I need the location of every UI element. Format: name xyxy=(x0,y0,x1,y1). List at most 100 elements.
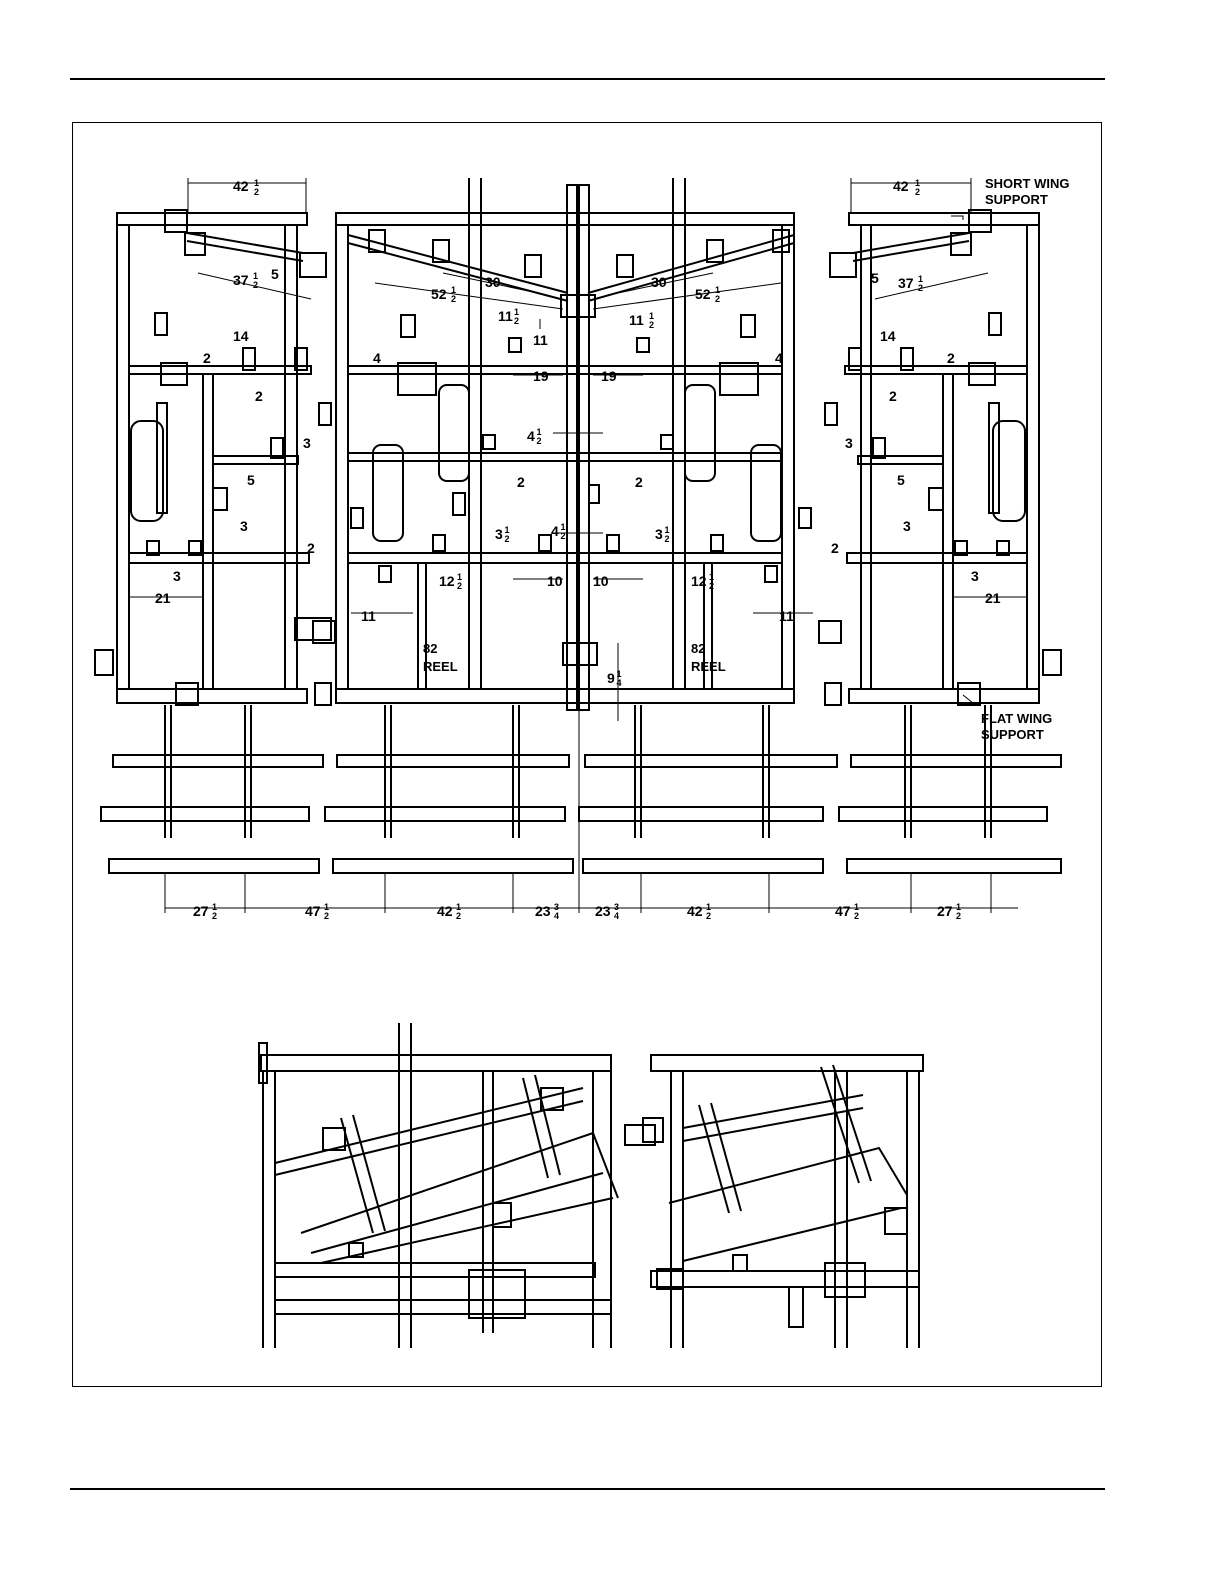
dim-center-bar-right-den: 2 xyxy=(715,294,720,304)
tine-harrow-layout-diagram: 42 1 2 42 1 2 37 1 2 37 1 2 5 5 52 1 xyxy=(73,123,1101,1386)
short-wing-support-label-line1: SHORT WING xyxy=(985,176,1070,191)
dim-125-r-whole: 12 xyxy=(691,573,707,589)
dim-3-d: 3 xyxy=(903,518,911,534)
flat-wing-support-label-line2: SUPPORT xyxy=(981,727,1044,742)
detail-view-right xyxy=(625,1055,923,1348)
dim-10-l: 10 xyxy=(547,573,563,589)
dim-2-h: 2 xyxy=(831,540,839,556)
reel-right-word: REEL xyxy=(691,659,726,674)
dim-925-whole: 9 xyxy=(607,670,615,686)
dim-125-r-den: 2 xyxy=(709,581,714,591)
dim-angle-right: 5 xyxy=(871,270,879,286)
dim-2-c: 2 xyxy=(255,388,263,404)
reel-left-number: 82 xyxy=(423,641,437,656)
flat-wing-support-label-line1: FLAT WING xyxy=(981,711,1052,726)
dim-center-bar-right: 52 xyxy=(695,286,711,302)
dim-35-l-whole: 3 xyxy=(495,526,503,542)
dim-45-top-whole: 4 xyxy=(527,428,535,444)
dim-4-l: 4 xyxy=(373,350,381,366)
dim-bottom-7-den: 2 xyxy=(956,911,961,921)
short-wing-support-label-line2: SUPPORT xyxy=(985,192,1048,207)
right-wing-frame xyxy=(825,210,1061,705)
dim-tine-bar-left-den: 2 xyxy=(253,280,258,290)
dim-11-r: 11 xyxy=(779,608,794,624)
dim-bottom-5-den: 2 xyxy=(706,911,711,921)
dim-wing-width-right: 42 xyxy=(893,178,909,194)
dim-3-a: 3 xyxy=(303,435,311,451)
detail-view-left xyxy=(259,1023,618,1348)
dim-2-b: 2 xyxy=(947,350,955,366)
dim-125-l-den: 2 xyxy=(457,581,462,591)
plan-view: 42 1 2 42 1 2 37 1 2 37 1 2 5 5 52 1 xyxy=(95,176,1070,921)
dim-3-c: 3 xyxy=(240,518,248,534)
dim-35-r-whole: 3 xyxy=(655,526,663,542)
dim-center-angle-left-den: 2 xyxy=(514,316,519,326)
dim-bottom-6-whole: 47 xyxy=(835,903,851,919)
left-wing-frame xyxy=(95,210,331,705)
dim-wing-width-left-den: 2 xyxy=(254,187,259,197)
dim-35-l-den: 2 xyxy=(505,534,510,544)
dim-3-f: 3 xyxy=(971,568,979,584)
dim-2-f: 2 xyxy=(635,474,643,490)
dim-inner-left: 30 xyxy=(485,274,501,290)
dim-center-drop: 11 xyxy=(533,332,548,348)
reel-right-number: 82 xyxy=(691,641,705,656)
dim-45-mid-whole: 4 xyxy=(551,523,559,539)
dim-3-e: 3 xyxy=(173,568,181,584)
dim-bottom-0-whole: 27 xyxy=(193,903,209,919)
center-frame xyxy=(313,178,841,710)
dim-bottom-2-den: 2 xyxy=(456,911,461,921)
dim-10-r: 10 xyxy=(593,573,609,589)
dim-11-l: 11 xyxy=(361,608,376,624)
dim-125-l-whole: 12 xyxy=(439,573,455,589)
dim-21-l: 21 xyxy=(155,590,171,606)
dim-bottom-0-den: 2 xyxy=(212,911,217,921)
dim-925-den: 4 xyxy=(617,678,622,688)
dim-bottom-7-whole: 27 xyxy=(937,903,953,919)
dim-4-r: 4 xyxy=(775,350,783,366)
dim-5-r: 5 xyxy=(897,472,905,488)
dim-center-angle-left: 11 xyxy=(498,308,513,324)
reel-left-word: REEL xyxy=(423,659,458,674)
bottom-dimension-labels: 27124712421223342334421247122712 xyxy=(193,902,961,921)
dim-tine-bar-right: 37 xyxy=(898,275,914,291)
dim-angle-left: 5 xyxy=(271,266,279,282)
dim-19-r: 19 xyxy=(601,368,617,384)
dim-2-d: 2 xyxy=(889,388,897,404)
dim-35-r-den: 2 xyxy=(665,534,670,544)
dim-19-l: 19 xyxy=(533,368,549,384)
dim-2-g: 2 xyxy=(307,540,315,556)
dim-45-mid-den: 2 xyxy=(561,531,566,541)
dim-center-angle-right-den: 2 xyxy=(649,320,654,330)
dim-wing-width-right-den: 2 xyxy=(915,187,920,197)
dim-2-a: 2 xyxy=(203,350,211,366)
footer-rule xyxy=(70,1488,1105,1490)
dim-2-e: 2 xyxy=(517,474,525,490)
dim-center-bar-left-den: 2 xyxy=(451,294,456,304)
dim-bottom-4-den: 4 xyxy=(614,911,619,921)
dim-bottom-1-den: 2 xyxy=(324,911,329,921)
dim-center-bar-left: 52 xyxy=(431,286,447,302)
dim-5-l: 5 xyxy=(247,472,255,488)
dim-center-angle-right: 11 xyxy=(629,312,644,328)
dim-3-b: 3 xyxy=(845,435,853,451)
dim-bottom-2-whole: 42 xyxy=(437,903,453,919)
dim-wing-width-left: 42 xyxy=(233,178,249,194)
dim-bottom-3-den: 4 xyxy=(554,911,559,921)
dim-21-r: 21 xyxy=(985,590,1001,606)
header-rule xyxy=(70,78,1105,80)
dim-bottom-4-whole: 23 xyxy=(595,903,611,919)
dim-inner-right: 30 xyxy=(651,274,667,290)
dim-bottom-3-whole: 23 xyxy=(535,903,551,919)
dim-tine-bar-left: 37 xyxy=(233,272,249,288)
dim-tine-bar-right-den: 2 xyxy=(918,283,923,293)
dim-bottom-6-den: 2 xyxy=(854,911,859,921)
dim-bottom-1-whole: 47 xyxy=(305,903,321,919)
dim-14-l: 14 xyxy=(233,328,249,344)
figure-frame: 42 1 2 42 1 2 37 1 2 37 1 2 5 5 52 1 xyxy=(72,122,1102,1387)
callouts: SHORT WING SUPPORT FLAT WING SUPPORT 82 … xyxy=(423,176,1070,742)
dim-bottom-5-whole: 42 xyxy=(687,903,703,919)
dim-45-top-den: 2 xyxy=(537,436,542,446)
dim-14-r: 14 xyxy=(880,328,896,344)
